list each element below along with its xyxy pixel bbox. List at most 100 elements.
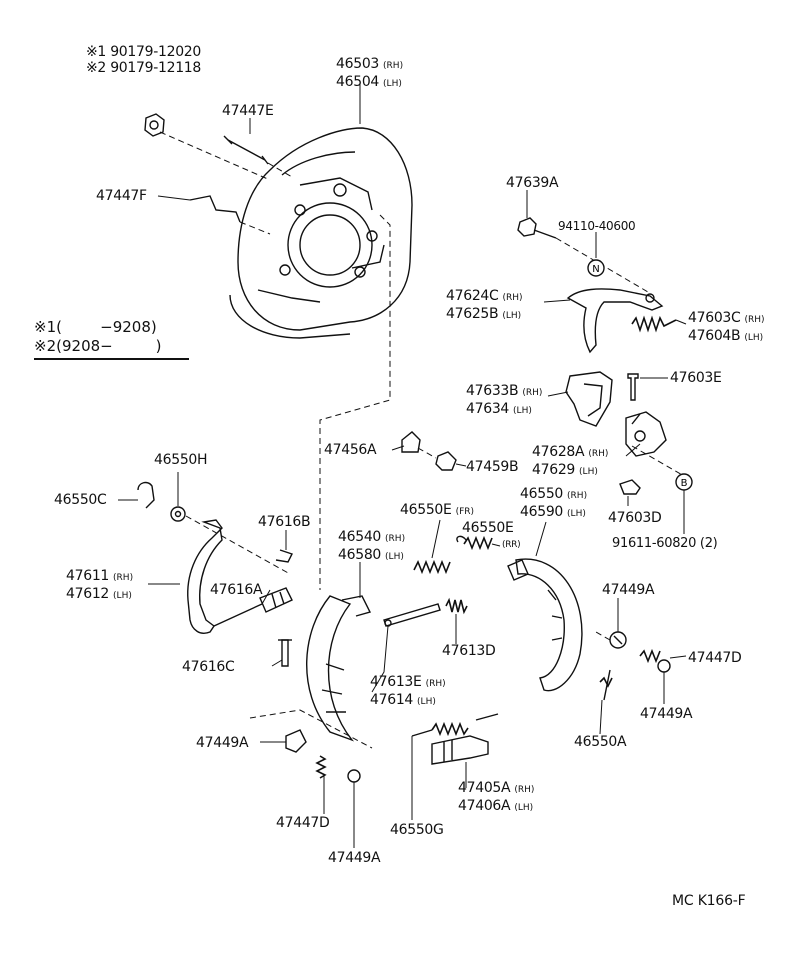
part-number: 47405A (458, 780, 511, 796)
callout-47611: 47611(RH) 47612(LH) (66, 568, 133, 604)
side-tag: (RH) (383, 61, 404, 71)
callout-47456a: 47456A (324, 442, 377, 458)
callout-46550a: 46550A (574, 734, 627, 750)
callout-47613d: 47613D (442, 643, 496, 659)
callout-line: 46503(RH) (336, 56, 403, 74)
callout-47633b: 47633B(RH) 47634(LH) (466, 383, 542, 419)
clip-46550c (137, 481, 155, 509)
clip-47616b (275, 549, 293, 563)
part-number: 47449A (196, 735, 249, 751)
callout-line: 46540(RH) (338, 529, 405, 547)
callout-46540: 46540(RH) 46580(LH) (338, 529, 405, 565)
callout-47616a: 47616A (210, 582, 263, 598)
nut-47459b (435, 451, 457, 471)
date-range-legend: ※1( −9208) ※2(9208− ) (34, 318, 161, 356)
part-number: 47603D (608, 510, 662, 526)
callout-line: 47624C(RH) (446, 288, 523, 306)
legend-range: ( −9208) (56, 318, 157, 336)
callout-47628a: 47628A(RH) 47629(LH) (532, 444, 608, 480)
callout-47624c: 47624C(RH) 47625B(LH) (446, 288, 523, 324)
marker-b-text: B (681, 478, 688, 489)
spring-46550e-rr (456, 535, 493, 551)
part-number: 47459B (466, 459, 519, 475)
side-tag: (RH) (744, 315, 765, 325)
callout-line: 47603C(RH) (688, 310, 765, 328)
side-tag: (RH) (425, 679, 446, 689)
strut-47613e (383, 603, 441, 627)
part-number: 46550E (462, 520, 514, 536)
callout-46550g: 46550G (390, 822, 444, 838)
legend-row-2: ※2(9208− ) (34, 337, 161, 356)
callout-line: 47625B(LH) (446, 306, 523, 324)
part-number: 47639A (506, 175, 559, 191)
callout-46550e-rr: 46550E (462, 520, 514, 536)
part-number: 46550E (400, 502, 452, 518)
callout-47449a-right: 47449A (602, 582, 655, 598)
callout-46550e-rr-tag: (RR) (502, 537, 521, 553)
side-tag: (RH) (522, 388, 543, 398)
pin-47616c (278, 639, 292, 667)
callout-47449a-far-right: 47449A (640, 706, 693, 722)
callout-line: 47406A(LH) (458, 798, 534, 816)
legend-mark: ※2 (34, 337, 57, 355)
side-tag: (LH) (383, 79, 402, 89)
marker-n-text: N (592, 264, 599, 275)
callout-47616c: 47616C (182, 659, 235, 675)
part-number: 47614 (370, 692, 414, 708)
spring-47613d (445, 597, 468, 615)
callout-line: 46504(LH) (336, 74, 403, 92)
part-number: 47616B (258, 514, 311, 530)
callout-46550e-fr: 46550E(FR) (400, 502, 474, 520)
marker-n: N (587, 259, 605, 277)
callout-94110: 94110-40600 (558, 218, 636, 234)
callout-line: ※1 90179-12020 (86, 44, 202, 60)
side-tag: (LH) (514, 803, 534, 813)
figure-code: MC K166-F (672, 893, 746, 909)
callout-46550h: 46550H (154, 452, 208, 468)
part-number: 47447E (222, 103, 274, 119)
side-tag: (LH) (113, 591, 132, 601)
cup-47449a-bottom (347, 769, 361, 783)
part-number: 46550G (390, 822, 444, 838)
pin-46550a (599, 669, 613, 701)
side-tag: (LH) (567, 509, 586, 519)
bell-crank-47633b (565, 371, 613, 427)
side-tag: (RH) (502, 293, 523, 303)
adjuster-47616a (213, 587, 293, 627)
legend-row-1: ※1( −9208) (34, 318, 161, 337)
callout-line: 47634(LH) (466, 401, 542, 419)
callout-91611: 91611-60820 (2) (612, 536, 718, 552)
part-number: 47633B (466, 383, 519, 399)
part-number: 47628A (532, 444, 585, 460)
callout-47405a: 47405A(RH) 47406A(LH) (458, 780, 534, 816)
legend-range: (9208− ) (56, 337, 162, 355)
spring-47447d-lower (315, 755, 327, 779)
callout-line: 47604B(LH) (688, 328, 765, 346)
part-number: 47613D (442, 643, 496, 659)
part-number: 47449A (328, 850, 381, 866)
callout-47603d: 47603D (608, 510, 662, 526)
legend-mark: ※1 (34, 318, 57, 336)
part-number: 46550A (574, 734, 627, 750)
callout-47447d-right: 47447D (688, 650, 742, 666)
part-number: 47603C (688, 310, 741, 326)
part-number: 47406A (458, 798, 511, 814)
lever-47624c (566, 288, 664, 354)
hub-nut (144, 113, 165, 137)
cup-47449a-lower (285, 729, 307, 753)
spring-46550e-fr (413, 559, 451, 575)
callout-46550: 46550(RH) 46590(LH) (520, 486, 587, 522)
callout-line: 46590(LH) (520, 504, 587, 522)
adjuster-47405a (431, 735, 489, 765)
callout-46550c: 46550C (54, 492, 107, 508)
bracket-47628a (625, 411, 667, 457)
part-number: 47611 (66, 568, 110, 584)
part-number: 94110-40600 (558, 219, 636, 233)
callout-47449a-bottom: 47449A (328, 850, 381, 866)
side-tag: (LH) (513, 406, 532, 416)
legend-underline (34, 358, 189, 360)
side-tag: (RH) (567, 491, 588, 501)
callout-line: 47405A(RH) (458, 780, 534, 798)
brake-shoe-46540 (306, 595, 372, 742)
part-number: 47449A (640, 706, 693, 722)
